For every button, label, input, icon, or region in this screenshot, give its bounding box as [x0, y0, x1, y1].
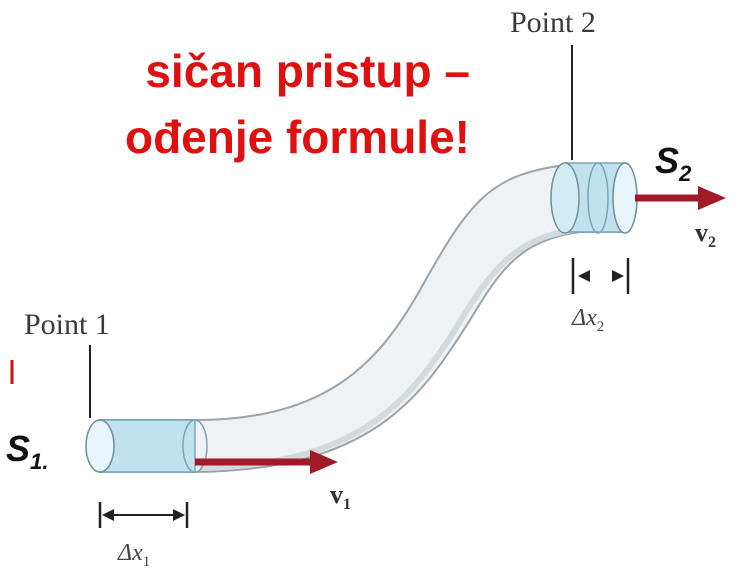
dx2-label: Δx2: [572, 305, 604, 336]
v2-subscript: 2: [708, 234, 717, 252]
dx2-symbol: Δx: [572, 305, 597, 331]
section-1-back: [182, 419, 208, 473]
dx2-arrow-right: [612, 270, 624, 282]
v1-subscript: 1: [343, 496, 352, 514]
s2-label: S2: [655, 140, 691, 187]
pipe-shading: [199, 225, 586, 471]
v1-symbol: v: [330, 480, 343, 509]
dx1-arrow-left: [102, 509, 114, 521]
v2-arrow-head: [698, 186, 726, 210]
s1-subscript: 1.: [30, 449, 49, 475]
v2-label: v2: [695, 218, 716, 252]
s2-symbol: S: [655, 140, 680, 181]
heading-line-2: ođenje formule!: [124, 111, 470, 163]
section-2-mid: [587, 162, 609, 234]
section-2-back: [612, 162, 638, 234]
dx1-symbol: Δx: [118, 540, 143, 566]
s1-symbol: S: [6, 428, 31, 469]
dx1-label: Δx1: [118, 540, 150, 571]
heading-line-1: sičan pristup –: [145, 45, 470, 97]
dx2-subscript: 2: [596, 318, 605, 335]
dx1-arrow-right: [173, 509, 185, 521]
dx2-arrow-left: [578, 270, 590, 282]
v2-symbol: v: [695, 218, 708, 247]
point-1-label: Point 1: [24, 308, 110, 341]
dx1-subscript: 1: [142, 553, 151, 570]
slide-heading: sičan pristup – ođenje formule!: [0, 38, 470, 170]
point-2-label: Point 2: [510, 6, 596, 39]
v1-arrow-head: [310, 450, 338, 474]
s2-subscript: 2: [679, 161, 692, 187]
v1-label: v1: [330, 480, 351, 514]
section-2-front: [550, 162, 580, 234]
s1-label: S1.: [6, 428, 49, 475]
section-1-front: [85, 419, 115, 473]
